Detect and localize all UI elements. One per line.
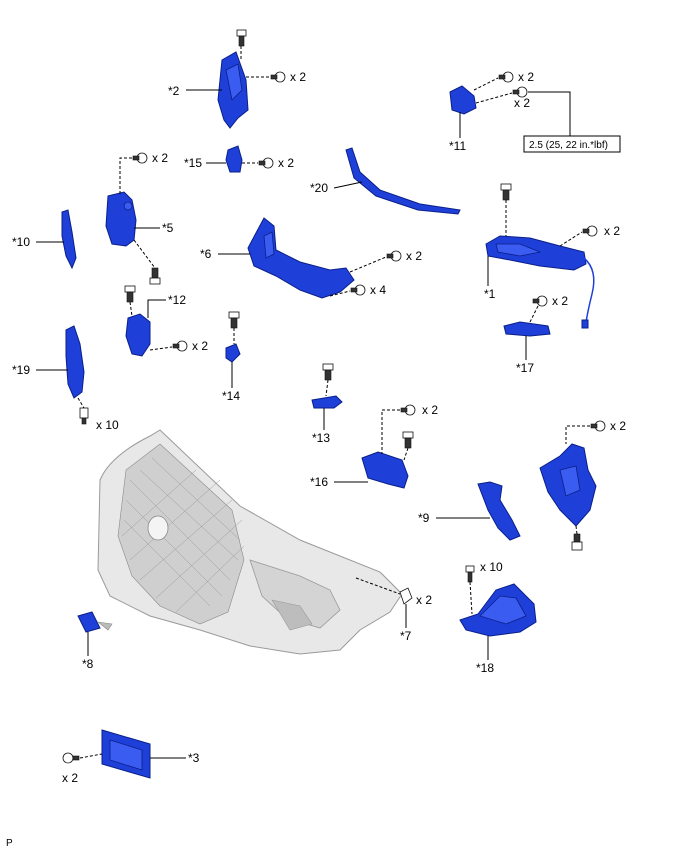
callout-16: *16	[310, 475, 328, 489]
clip-2-top	[236, 29, 247, 47]
screw-5	[132, 152, 148, 164]
emblem	[147, 515, 169, 541]
screw-17	[532, 295, 548, 307]
screw-12	[172, 340, 188, 352]
part-7-clip	[399, 587, 413, 605]
grille-mesh	[121, 457, 245, 613]
bumper-cover	[97, 429, 403, 655]
footer-mark: P	[6, 838, 13, 849]
qty-7: x 2	[416, 593, 432, 607]
part-2-bracket	[217, 51, 249, 129]
part-12-bracket	[125, 313, 151, 357]
callout-19: *19	[12, 363, 30, 377]
part-10-strip	[61, 209, 77, 270]
part-side-bracket-right	[539, 443, 597, 527]
qty-1: x 2	[604, 224, 620, 238]
callout-9: *9	[418, 511, 430, 525]
qty-17: x 2	[552, 294, 568, 308]
part-11-bracket	[449, 85, 477, 115]
clip-19	[79, 407, 89, 425]
screw-11a	[498, 71, 514, 83]
clip-13-top	[322, 363, 334, 381]
qty-2: x 2	[290, 70, 306, 84]
callout-8: *8	[82, 657, 94, 671]
part-15-bracket	[225, 145, 243, 173]
qty-11a: x 2	[518, 70, 534, 84]
qty-5: x 2	[152, 151, 168, 165]
torque-spec: 2.5 (25, 22 in.*lbf)	[529, 140, 608, 151]
qty-3: x 2	[62, 771, 78, 785]
callout-5: *5	[162, 221, 174, 235]
part-17-bracket	[503, 321, 551, 337]
part-18-garnish	[459, 583, 537, 637]
callout-15: *15	[184, 156, 202, 170]
clip-1-top	[500, 183, 512, 201]
qty-18: x 10	[480, 560, 503, 574]
part-6-bracket	[247, 217, 355, 299]
clip-5-bottom	[149, 267, 161, 285]
clip-12-top	[124, 285, 136, 303]
callout-3: *3	[188, 751, 200, 765]
callout-13: *13	[312, 431, 330, 445]
qty-19: x 10	[96, 418, 119, 432]
screw-6a	[386, 250, 402, 262]
callout-14: *14	[222, 389, 240, 403]
qty-16: x 2	[422, 403, 438, 417]
part-14-clip	[225, 343, 241, 363]
screw-1	[582, 225, 598, 237]
callout-18: *18	[476, 661, 494, 675]
qty-15: x 2	[278, 156, 294, 170]
callout-17: *17	[516, 361, 534, 375]
screw-side-right	[590, 420, 606, 432]
qty-6a: x 2	[406, 249, 422, 263]
callout-20: *20	[310, 181, 328, 195]
clip-18-top	[465, 565, 475, 583]
torque-spec-box	[523, 135, 621, 153]
screw-2	[270, 71, 286, 83]
screw-16	[400, 404, 416, 416]
callout-11: *11	[449, 139, 466, 153]
part-16-bracket	[361, 451, 409, 489]
clip-side-bottom	[571, 533, 583, 551]
screw-11b	[512, 86, 528, 98]
qty-6b: x 4	[370, 283, 386, 297]
callout-10: *10	[12, 235, 30, 249]
clip-16-top	[402, 431, 414, 449]
part-9-bracket	[477, 481, 521, 541]
part-5-bracket	[105, 191, 137, 247]
qty-11b: x 2	[514, 96, 530, 110]
part-20-molding	[345, 147, 461, 215]
screw-15	[258, 157, 274, 169]
clip-14-top	[228, 311, 240, 329]
part-8-cap	[77, 611, 113, 633]
screw-6b	[350, 284, 366, 296]
callout-6: *6	[200, 247, 212, 261]
screw-3	[62, 752, 80, 764]
part-13-bracket	[311, 395, 343, 409]
part-19-strip	[65, 325, 85, 399]
qty-12: x 2	[192, 339, 208, 353]
callout-12: *12	[168, 293, 186, 307]
qty-side-right: x 2	[610, 419, 626, 433]
callout-7: *7	[400, 629, 412, 643]
part-3-plate-bracket	[101, 729, 151, 779]
callout-2: *2	[168, 84, 180, 98]
part-1-lamp	[485, 235, 595, 329]
callout-1: *1	[484, 287, 496, 301]
